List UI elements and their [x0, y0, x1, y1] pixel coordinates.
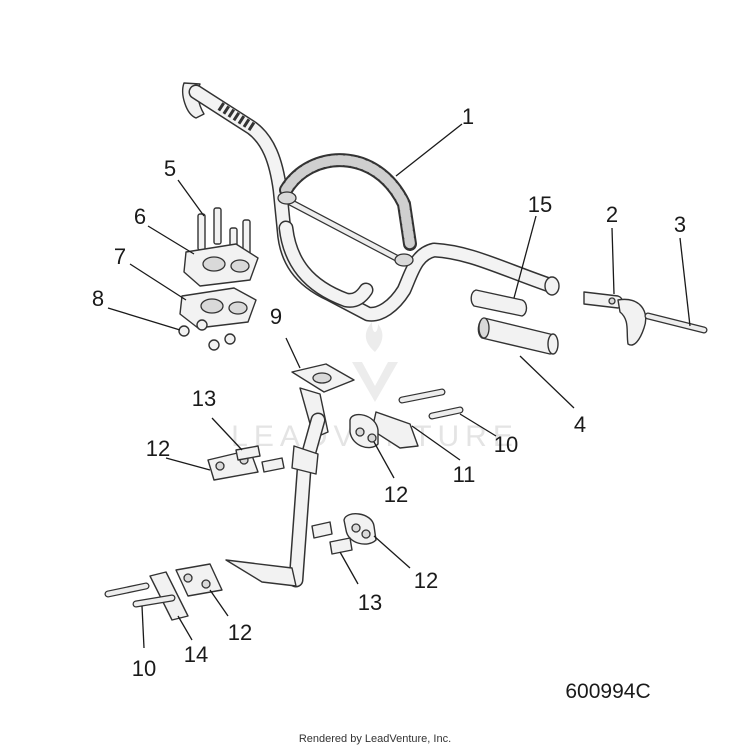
callout-6: 6 — [134, 204, 146, 229]
callout-10-left: 10 — [132, 656, 156, 681]
callout-4: 4 — [574, 412, 586, 437]
callout-9: 9 — [270, 304, 282, 329]
callout-12-upper-right: 12 — [384, 482, 408, 507]
callout-15: 15 — [528, 192, 552, 217]
callout-3: 3 — [674, 212, 686, 237]
grip-sleeve — [470, 289, 528, 317]
throttle-pin — [644, 312, 708, 334]
callout-13-lower: 13 — [358, 590, 382, 615]
bushings-13-lower — [311, 521, 353, 555]
callout-2: 2 — [606, 202, 618, 227]
callout-13-upper: 13 — [192, 386, 216, 411]
watermark-logo-icon — [352, 362, 398, 402]
bolts-right — [398, 388, 464, 420]
watermark-flame-icon — [365, 322, 383, 352]
clamp-12-lower-left — [175, 563, 223, 597]
leader-lines — [107, 123, 691, 649]
steering-post — [225, 363, 355, 588]
callout-1: 1 — [462, 104, 474, 129]
handlebar — [182, 82, 560, 322]
callout-12-lower-left: 12 — [228, 620, 252, 645]
clamp-nuts — [178, 319, 236, 351]
callout-11: 11 — [453, 462, 476, 487]
clamp-12-upper-right — [349, 413, 379, 449]
callout-14: 14 — [184, 642, 208, 667]
upper-clamp — [183, 243, 259, 287]
callout-12-lower-right: 12 — [414, 568, 438, 593]
lower-clamp — [179, 287, 257, 329]
callout-8: 8 — [92, 286, 104, 311]
right-grip — [477, 317, 559, 355]
diagram-code: 600994C — [565, 680, 650, 703]
callout-10-right: 10 — [494, 432, 518, 457]
bolts-left — [104, 582, 176, 608]
callouts: 1 2 3 4 5 6 7 8 9 10 10 11 12 12 12 12 1… — [92, 104, 686, 681]
credit-text: Rendered by LeadVenture, Inc. — [299, 733, 451, 745]
callout-7: 7 — [114, 244, 126, 269]
throttle-assembly — [583, 291, 647, 346]
callout-5: 5 — [164, 156, 176, 181]
callout-12-upper-left: 12 — [146, 436, 170, 461]
clamp-12-lower-right — [343, 513, 377, 545]
